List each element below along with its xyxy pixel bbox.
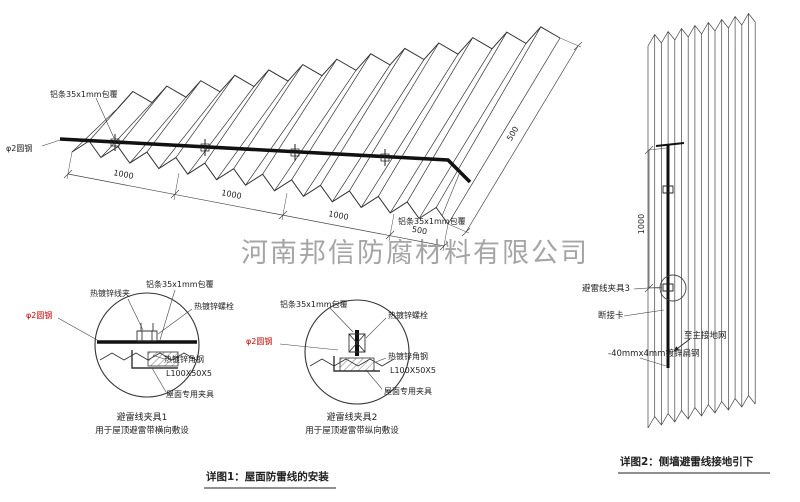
clamp-body-2	[348, 333, 366, 353]
label-angle-steel-1: 热镀锌角钢	[164, 354, 204, 364]
angle-steel-outline-1	[131, 350, 178, 369]
corrugated-wall-lines	[647, 12, 756, 429]
wire-clamp-marks	[110, 134, 390, 166]
clamp-body-1	[136, 323, 158, 342]
leader-lines-circle-1	[57, 289, 193, 393]
label-bolt-2: 热镀锌螺栓	[388, 310, 428, 320]
leader-lines-roof	[41, 97, 461, 217]
label-round-steel-c1: φ2圆钢	[26, 310, 52, 320]
width-dimension	[447, 37, 583, 237]
lightning-wire	[59, 137, 472, 184]
dim-label-1000-2: 1000	[221, 188, 243, 201]
detail-circle-1	[57, 289, 200, 398]
hatched-angle-steel-2	[339, 357, 375, 372]
label-clamp3: 避雷线夹具3	[582, 283, 630, 294]
hatched-angle-steel-1	[147, 351, 179, 367]
clamp1-title: 避雷线夹具1	[117, 411, 168, 423]
label-to-ground-grid: 至主接地网	[684, 330, 727, 341]
label-alu-strip-c1: 铝条35x1mm包覆	[146, 279, 214, 289]
wall-clamp-marks	[662, 185, 674, 292]
detail-circle-2	[279, 299, 410, 405]
side-wall-view	[623, 12, 756, 429]
dim-label-500-bottom: 500	[411, 225, 428, 237]
clamp1-subtitle: 用于屋顶避雷带横向敷设	[95, 425, 189, 436]
dim-label-1000-1: 1000	[113, 168, 135, 181]
dim-label-1000-3: 1000	[328, 209, 350, 222]
label-disconnect-link: 断接卡	[598, 310, 624, 321]
label-wire-clip-1: 热镀锌线夹	[90, 288, 130, 298]
label-angle-steel-2: 热镀锌角钢	[388, 351, 428, 361]
dim-label-500-side: 500	[505, 125, 521, 143]
down-lead-top-connector	[655, 142, 685, 147]
clamp2-subtitle: 用于屋顶避雷带纵向敷设	[305, 425, 399, 436]
wall-dim-label: 1000	[637, 214, 646, 234]
label-bolt-1: 热镀锌螺栓	[194, 301, 234, 311]
label-angle-spec-2: L100X50X5	[390, 366, 436, 375]
label-roof-clamp-1: 屋面专用夹具	[166, 389, 214, 399]
leader-lines-circle-2	[279, 307, 387, 390]
label-round-steel-main: φ2圆钢	[6, 143, 32, 153]
label-angle-spec-1: L100X50X5	[166, 369, 212, 378]
corrugated-sheet-near-profile	[71, 140, 449, 225]
corrugation-ridge-lines	[71, 26, 561, 225]
caption-detail-1: 详图1：屋面防雷线的安装	[206, 470, 329, 483]
ground-arrow-leader	[673, 338, 691, 352]
label-alu-strip-c2: 铝条35x1mm包覆	[280, 299, 348, 309]
clamp2-title: 避雷线夹具2	[327, 411, 378, 423]
label-alu-strip-right: 铝条35x1mm包覆	[398, 216, 466, 226]
label-alu-strip-top: 铝条35x1mm包覆	[50, 89, 118, 99]
label-flat-steel: -40mmx4mm镀锌扁钢	[608, 348, 699, 359]
dimension-chain	[63, 151, 449, 252]
angle-steel-outline-2	[333, 356, 380, 372]
roof-isometric-view: 1000 1000 1000 500 500	[41, 26, 583, 252]
label-round-steel-c2: φ2圆钢	[246, 336, 272, 346]
leader-lines-wall	[623, 286, 667, 367]
label-roof-clamp-2: 屋面专用夹具	[384, 386, 432, 396]
company-watermark: 河南邦信防腐材料有限公司	[241, 238, 589, 269]
caption-detail-2: 详图2：侧墙避雷线接地引下	[620, 455, 754, 468]
